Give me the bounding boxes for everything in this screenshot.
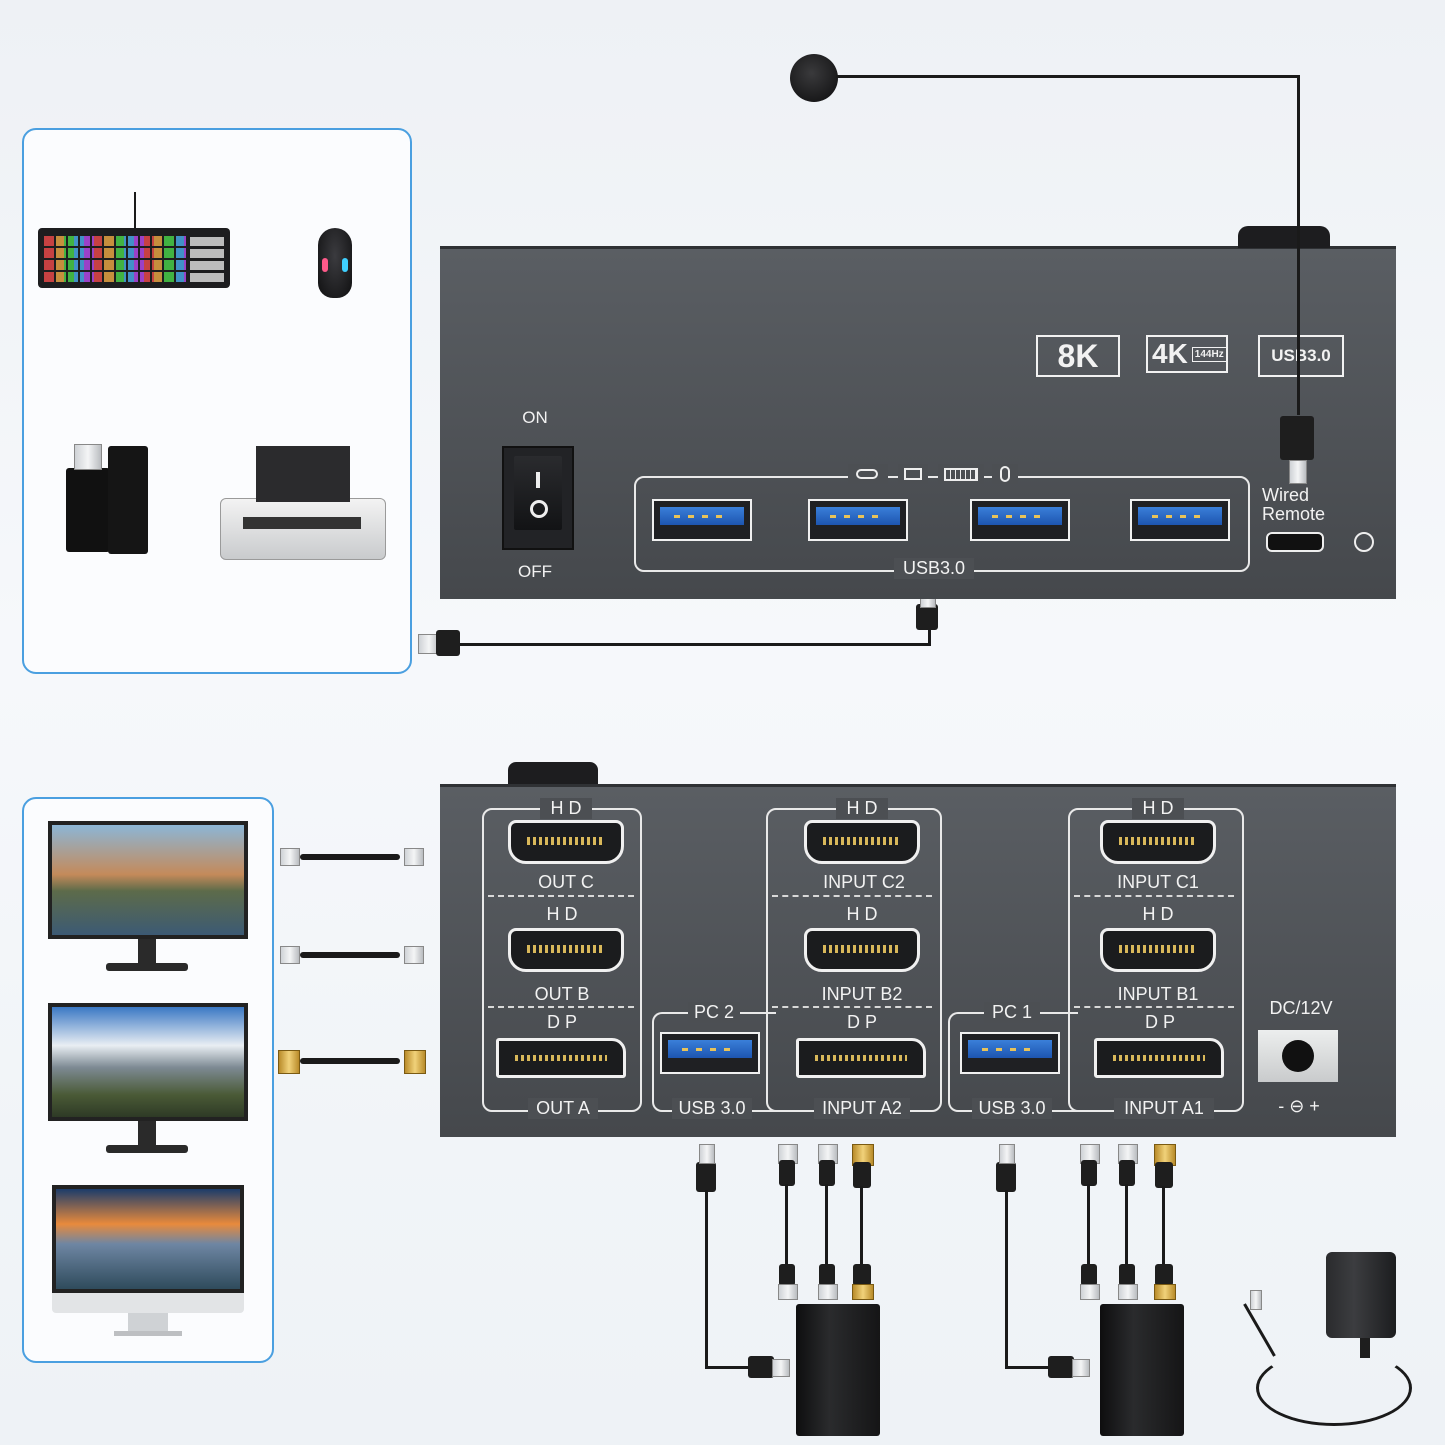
input-c2-label: INPUT C2 <box>823 872 905 892</box>
badge-4k-144hz: 4K 144Hz <box>1146 335 1228 373</box>
usb-drive-image <box>66 444 110 552</box>
badge-usb3: USB3.0 <box>1258 335 1344 377</box>
usb-drive-icon <box>848 464 888 484</box>
pc1-label: PC 1 <box>984 1002 1040 1023</box>
out-a-label: OUT A <box>528 1098 598 1119</box>
dp-port-input-a1[interactable] <box>1094 1038 1224 1078</box>
usb-drive-image-2 <box>108 446 148 554</box>
dp-label-a1: D P <box>1144 1012 1175 1032</box>
wired-remote-label: Wired Remote <box>1262 485 1326 524</box>
hd-label-c1: H D <box>1132 798 1184 819</box>
dp-label-a2: D P <box>846 1012 877 1032</box>
input-a1-label: INPUT A1 <box>1114 1098 1214 1119</box>
input-c1-label: INPUT C1 <box>1117 872 1199 892</box>
usb-group-label: USB3.0 <box>894 558 974 579</box>
input-a2-label: INPUT A2 <box>814 1098 910 1119</box>
hd-label-b1: H D <box>1142 904 1174 924</box>
printer-image <box>220 498 386 560</box>
hdmi-port-out-b[interactable] <box>508 928 624 972</box>
keyboard-icon <box>938 464 984 484</box>
badge-8k: 8K <box>1036 335 1120 377</box>
hd-label-c2: H D <box>836 798 888 819</box>
hdmi-port-input-c2[interactable] <box>804 820 920 864</box>
polarity-label: - ⊖ + <box>1278 1096 1320 1116</box>
remote-knob <box>1238 226 1330 248</box>
input-b2-label: INPUT B2 <box>821 984 903 1004</box>
monitors-panel <box>22 797 274 1363</box>
usb3-port-1[interactable] <box>652 499 752 541</box>
keyboard-image <box>38 228 230 288</box>
adapter-cable <box>1256 1350 1412 1426</box>
usb3-port-2[interactable] <box>808 499 908 541</box>
printer-icon <box>898 464 928 484</box>
monitor-1 <box>48 821 248 939</box>
hdmi-cable-2 <box>300 952 400 958</box>
pc-2-tower <box>796 1304 880 1436</box>
dc-label: DC/12V <box>1269 998 1333 1018</box>
dp-port-out-a[interactable] <box>496 1038 626 1078</box>
switch-on-label: ON <box>522 408 548 427</box>
hdmi-port-input-c1[interactable] <box>1100 820 1216 864</box>
hd-label-out-b: H D <box>546 904 578 924</box>
remote-knob-back <box>508 762 598 786</box>
out-b-label: OUT B <box>534 984 590 1004</box>
dp-port-input-a2[interactable] <box>796 1038 926 1078</box>
hd-label-b2: H D <box>846 904 878 924</box>
dp-cable <box>300 1058 400 1064</box>
monitor-2 <box>48 1003 248 1121</box>
usb3-port-4[interactable] <box>1130 499 1230 541</box>
out-c-label: OUT C <box>538 872 594 892</box>
pc2-label: PC 2 <box>688 1002 740 1023</box>
remote-port[interactable] <box>1266 532 1324 552</box>
usb3-port-3[interactable] <box>970 499 1070 541</box>
dp-label-out-a: D P <box>546 1012 577 1032</box>
mouse-image <box>318 228 352 298</box>
kvm-front-panel <box>440 246 1396 599</box>
hd-label-out-c: H D <box>540 798 592 819</box>
pc2-usb-label: USB 3.0 <box>672 1098 752 1119</box>
pc-1-tower <box>1100 1304 1184 1436</box>
input-b1-label: INPUT B1 <box>1117 984 1199 1004</box>
hdmi-port-out-c[interactable] <box>508 820 624 864</box>
dc-power-jack[interactable] <box>1258 1030 1338 1082</box>
peripherals-panel <box>22 128 412 674</box>
hdmi-port-input-b2[interactable] <box>804 928 920 972</box>
hdmi-cable-1 <box>300 854 400 860</box>
pc1-usb-label: USB 3.0 <box>972 1098 1052 1119</box>
power-adapter <box>1326 1252 1396 1338</box>
wired-remote[interactable] <box>790 54 838 102</box>
switch-off-label: OFF <box>518 562 552 581</box>
usb3-port-pc1[interactable] <box>960 1032 1060 1074</box>
remote-plug-icon <box>1354 532 1374 552</box>
usb3-port-pc2[interactable] <box>660 1032 760 1074</box>
mouse-icon <box>992 464 1018 484</box>
power-switch[interactable] <box>502 446 574 550</box>
monitor-3-imac <box>52 1185 244 1293</box>
hdmi-port-input-b1[interactable] <box>1100 928 1216 972</box>
usb-cable <box>458 643 930 646</box>
